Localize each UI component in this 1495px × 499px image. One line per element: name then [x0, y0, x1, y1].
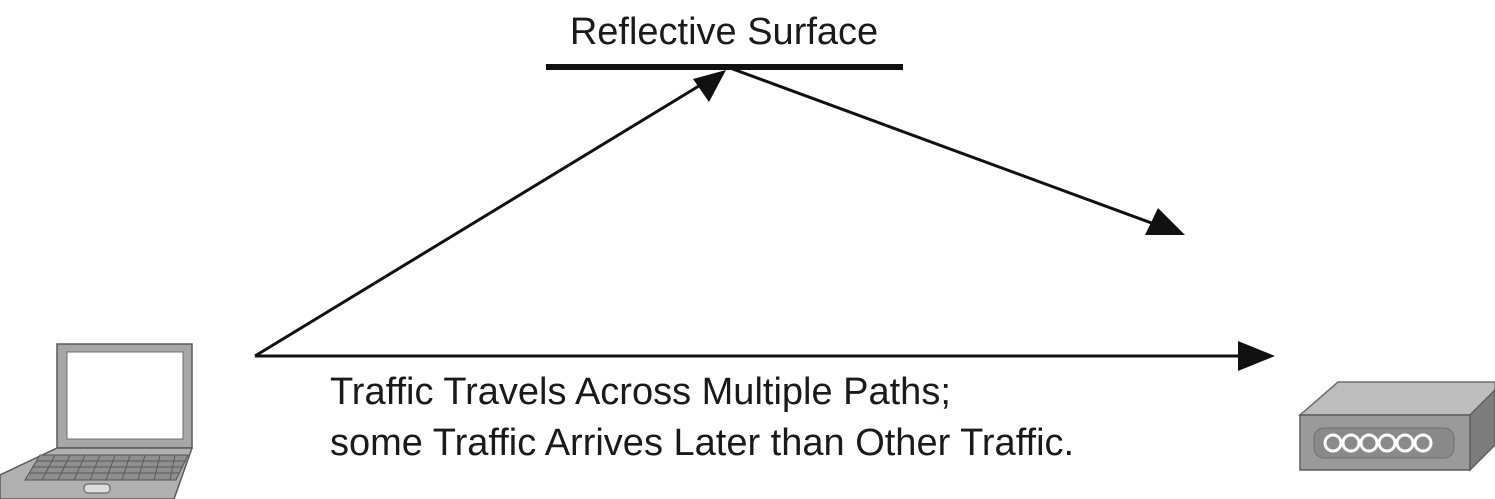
reflective-surface-label: Reflective Surface: [570, 11, 878, 53]
wireless-access-point-icon: [1297, 381, 1495, 472]
caption-line-2: some Traffic Arrives Later than Other Tr…: [330, 422, 1074, 464]
arrow-to-surface: [254, 70, 726, 358]
arrow-reflected-path: [729, 66, 1185, 235]
caption-line-1: Traffic Travels Across Multiple Paths;: [330, 371, 951, 413]
laptop-icon: [0, 343, 194, 499]
arrow-direct-path: [255, 341, 1275, 371]
